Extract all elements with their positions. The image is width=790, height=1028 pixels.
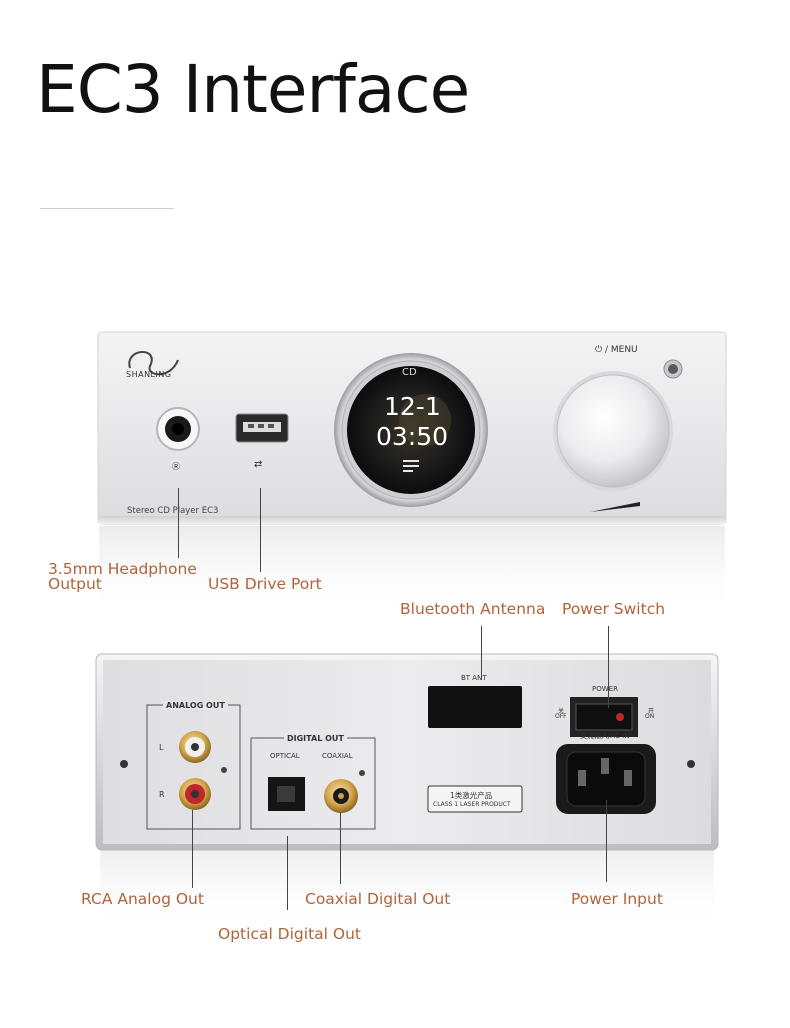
analog-out-label: ANALOG OUT	[163, 701, 228, 710]
ac-in-label: 交流输入/AC IN	[580, 732, 630, 740]
leader-power-input	[606, 800, 607, 882]
callout-power-input: Power Input	[571, 890, 663, 908]
display-source: CD	[402, 367, 417, 378]
coaxial-label: COAXIAL	[322, 752, 353, 760]
brand-text: SHANLING	[126, 370, 172, 379]
power-label: POWER	[592, 685, 618, 693]
on-label: ON	[645, 713, 655, 720]
laser-label-cn: 1类激光产品	[450, 791, 493, 800]
leader-optical	[287, 836, 288, 910]
page-title: EC3 Interface	[36, 51, 470, 128]
off-label: OFF	[555, 713, 567, 720]
leader-rca	[192, 810, 193, 888]
callout-coaxial: Coaxial Digital Out	[305, 890, 451, 908]
laser-label-en: CLASS 1 LASER PRODUCT	[433, 801, 511, 808]
display-time: 03:50	[376, 422, 449, 451]
leader-usb	[260, 488, 261, 572]
callout-headphone: 3.5mm Headphone Output	[48, 560, 197, 593]
callout-headphone-line2: Output	[48, 575, 102, 593]
callout-power-switch: Power Switch	[562, 600, 666, 618]
callout-usb: USB Drive Port	[208, 575, 322, 593]
bt-ant-label: BT ANT	[461, 674, 487, 682]
front-panel-image	[0, 320, 790, 620]
headphone-icon: Ⓡ	[172, 462, 180, 471]
leader-headphone	[178, 488, 179, 558]
model-text: Stereo CD Player EC3	[127, 506, 219, 516]
on-cn-label: 开	[648, 708, 655, 715]
off-cn-label: 关	[558, 708, 565, 715]
usb-icon: ⇄	[254, 459, 263, 470]
leader-coaxial	[340, 812, 341, 884]
rear-panel-image	[0, 640, 790, 940]
digital-out-label: DIGITAL OUT	[284, 734, 347, 743]
power-menu-label: ⏻ / MENU	[595, 345, 638, 355]
title-divider	[40, 208, 174, 209]
optical-label: OPTICAL	[270, 752, 300, 760]
callout-bluetooth: Bluetooth Antenna	[400, 600, 546, 618]
callout-headphone-line1: 3.5mm Headphone	[48, 560, 197, 578]
callout-optical: Optical Digital Out	[218, 925, 361, 943]
leader-bluetooth	[481, 626, 482, 680]
analog-left-label: L	[159, 743, 164, 752]
analog-right-label: R	[159, 790, 165, 799]
leader-power-switch	[608, 626, 609, 708]
callout-rca: RCA Analog Out	[81, 890, 204, 908]
display-track: 12-1	[384, 392, 441, 421]
